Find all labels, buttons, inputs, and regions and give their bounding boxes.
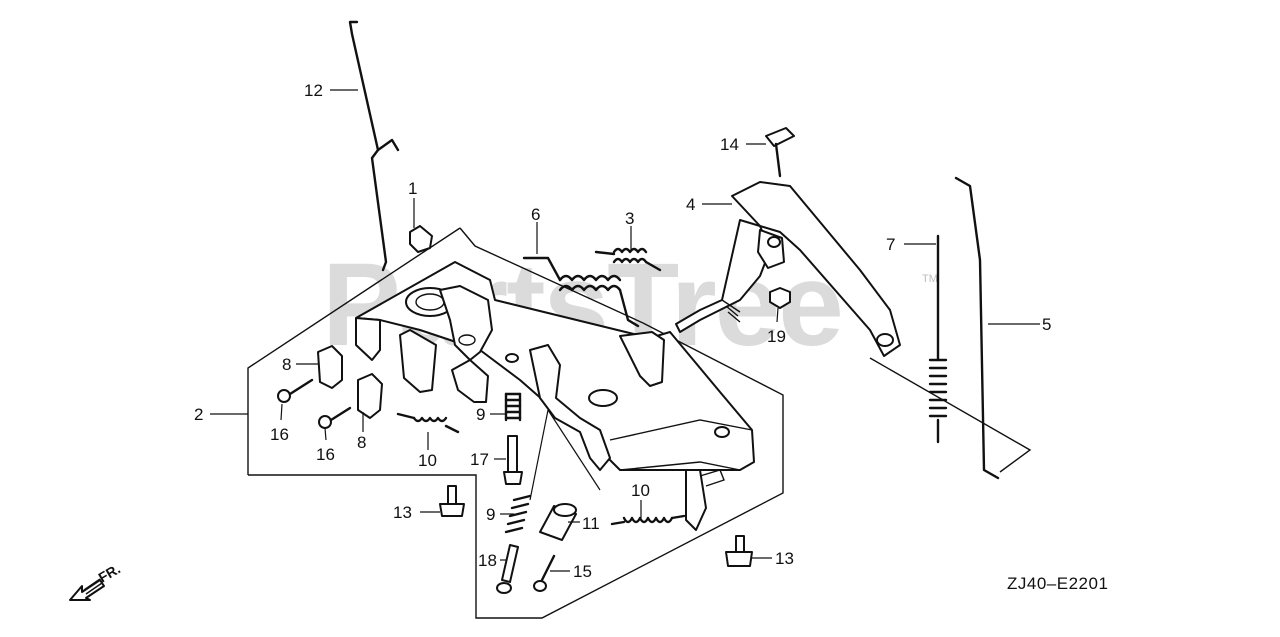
bolt-18 <box>496 544 519 594</box>
spring-10-right <box>610 514 686 526</box>
spring-6 <box>522 256 640 328</box>
screw-16-lower <box>318 406 352 429</box>
nut-19 <box>769 287 791 309</box>
callout-8-upper: 8 <box>282 355 291 374</box>
flange-bolt-13-right <box>725 535 753 567</box>
callout-8-lower: 8 <box>357 433 366 452</box>
front-direction-arrow: FR. <box>69 560 123 601</box>
leader-lines <box>210 89 1040 572</box>
bolt-14 <box>765 127 795 178</box>
bolt-17 <box>503 435 523 485</box>
callout-13-left: 13 <box>393 503 412 522</box>
screw-16-upper <box>277 378 314 403</box>
tube-11 <box>539 503 577 541</box>
callout-10-left: 10 <box>418 451 437 470</box>
screw-15 <box>533 554 556 592</box>
callout-12: 12 <box>304 81 323 100</box>
callout-9-upper: 9 <box>476 405 485 424</box>
callout-16-lower: 16 <box>316 445 335 464</box>
control-lever-4 <box>675 181 901 357</box>
diagram-code: ZJ40–E2201 <box>1007 574 1108 593</box>
flange-bolt-13-left <box>439 485 465 517</box>
callout-13-right: 13 <box>775 549 794 568</box>
control-base-plate <box>355 261 755 531</box>
spring-10-left <box>396 412 460 434</box>
callout-2: 2 <box>194 405 203 424</box>
callout-5: 5 <box>1042 315 1051 334</box>
assembly-frame <box>247 227 1032 619</box>
callout-17: 17 <box>470 450 489 469</box>
callout-3: 3 <box>625 209 634 228</box>
callouts: 12 1 2 3 4 5 6 7 8 8 9 9 10 10 11 13 13 … <box>194 81 1051 581</box>
callout-6: 6 <box>531 205 540 224</box>
callout-10-right: 10 <box>631 481 650 500</box>
watermark-trademark: TM <box>922 273 938 285</box>
callout-11: 11 <box>582 514 600 533</box>
callout-16-upper: 16 <box>270 425 289 444</box>
callout-9-lower: 9 <box>486 505 495 524</box>
spring-3 <box>594 247 662 272</box>
clip-1 <box>409 225 433 253</box>
callout-15: 15 <box>573 562 592 581</box>
governor-rod-12 <box>348 20 388 272</box>
callout-19: 19 <box>767 327 786 346</box>
callout-1: 1 <box>408 179 417 198</box>
spring-9-lower <box>504 494 532 534</box>
callout-14: 14 <box>720 135 739 154</box>
spring-9-upper <box>504 392 522 422</box>
callout-18: 18 <box>478 551 497 570</box>
bracket-8-upper <box>317 345 343 389</box>
callout-4: 4 <box>686 195 695 214</box>
throttle-rod-5 <box>954 176 1000 480</box>
spring-rod-7 <box>928 234 948 444</box>
callout-7: 7 <box>886 235 895 254</box>
bracket-8-lower <box>357 373 383 419</box>
